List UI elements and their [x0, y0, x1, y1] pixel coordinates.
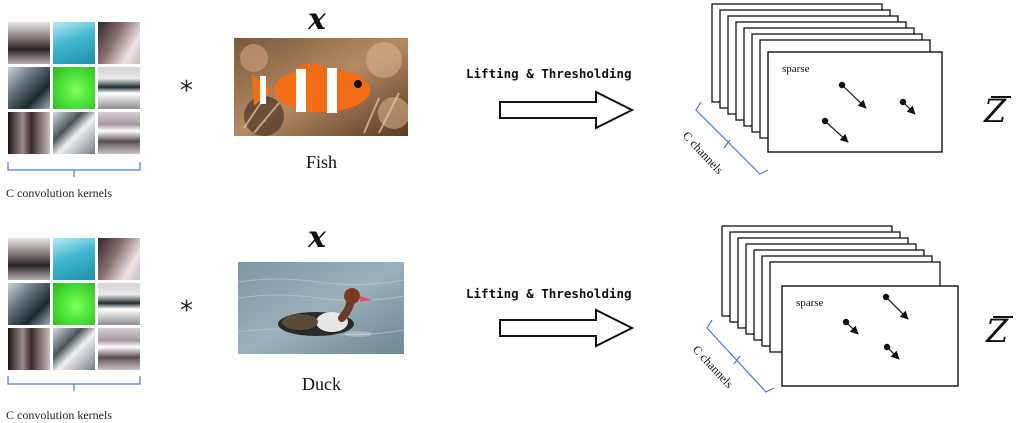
- kernel-4: [8, 67, 50, 109]
- kernel-bracket: [7, 162, 141, 177]
- row-fish: C convolution kernels * x: [0, 0, 1016, 210]
- output-symbol: Z: [986, 312, 1009, 350]
- kernels-label: C convolution kernels: [6, 186, 112, 200]
- channels-label: C channels: [680, 128, 727, 177]
- kernel-4: [8, 283, 50, 325]
- kernel-1: [8, 22, 50, 64]
- kernel-3: [98, 22, 140, 64]
- feature-text: sparse: [796, 297, 824, 309]
- input-symbol: x: [308, 220, 326, 255]
- kernel-5: [53, 283, 95, 325]
- output-symbol-bar: [991, 96, 1011, 98]
- channels-label: C channels: [690, 342, 737, 391]
- image-label: Fish: [306, 152, 338, 172]
- output-symbol-bar: [993, 316, 1013, 318]
- transform-arrow: [499, 308, 635, 348]
- kernel-8: [53, 112, 95, 154]
- kernel-3: [98, 238, 140, 280]
- duck-image: [238, 262, 404, 354]
- sparse-vectors: [842, 293, 909, 360]
- kernel-grid: [8, 22, 140, 154]
- kernel-7: [8, 328, 50, 370]
- operation-label: Lifting & Thresholding: [466, 66, 632, 81]
- kernel-2: [53, 22, 95, 64]
- row-duck: C convolution kernels * x: [0, 210, 1016, 422]
- channel-bracket: [706, 319, 775, 393]
- feature-map-stack: [721, 225, 959, 387]
- kernels-label: C convolution kernels: [6, 408, 112, 422]
- kernel-5: [53, 67, 95, 109]
- kernel-6: [98, 283, 140, 325]
- clownfish-illustration: [234, 38, 408, 136]
- kernel-1: [8, 238, 50, 280]
- convolution-operator: *: [180, 296, 193, 326]
- fish-image: [234, 38, 408, 136]
- channel-bracket: [695, 101, 769, 175]
- feature-map-stack: [711, 3, 943, 153]
- kernel-7: [8, 112, 50, 154]
- feature-text: sparse: [782, 63, 810, 75]
- kernel-2: [53, 238, 95, 280]
- sparse-vectors: [821, 81, 916, 143]
- transform-arrow: [499, 90, 635, 130]
- kernel-grid: [8, 238, 140, 370]
- kernel-9: [98, 328, 140, 370]
- image-label: Duck: [302, 374, 341, 394]
- output-symbol: Z: [984, 92, 1007, 130]
- duck-illustration: [238, 262, 404, 354]
- kernel-9: [98, 112, 140, 154]
- kernel-8: [53, 328, 95, 370]
- operation-label: Lifting & Thresholding: [466, 286, 632, 301]
- convolution-operator: *: [180, 76, 193, 106]
- kernel-bracket: [7, 376, 141, 391]
- kernel-6: [98, 67, 140, 109]
- input-symbol: x: [308, 2, 326, 37]
